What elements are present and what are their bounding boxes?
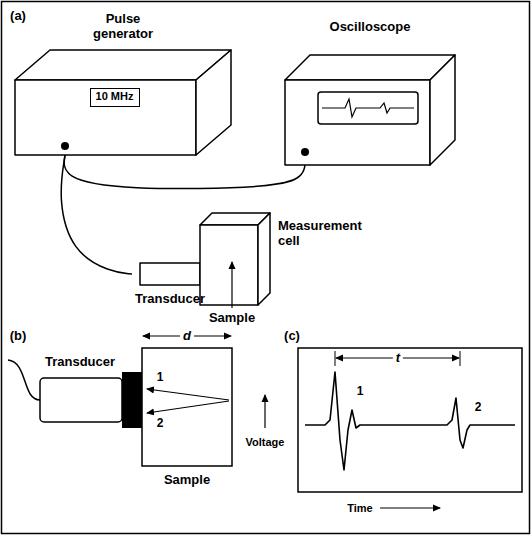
tick xyxy=(335,351,336,366)
input-jack xyxy=(301,148,309,156)
display-window: 10 MHz xyxy=(90,88,140,107)
transducer-part: Transducer xyxy=(132,263,208,307)
cable xyxy=(64,155,305,189)
callout-number: 2 xyxy=(157,417,164,430)
part-name: Transducer xyxy=(45,355,115,369)
callout-number: 1 xyxy=(357,385,364,398)
axis-label: Voltage xyxy=(246,436,285,448)
tick xyxy=(460,351,461,366)
trace-box xyxy=(298,348,522,492)
oscilloscope-box xyxy=(285,55,455,165)
cable xyxy=(61,155,132,274)
axis-label: Time xyxy=(347,502,372,514)
panel-letter: (a) xyxy=(10,9,26,23)
transducer-cable xyxy=(8,360,40,400)
instrument-box: 10 MHz Pulse generator xyxy=(15,12,231,155)
part-name: Transducer xyxy=(135,292,205,307)
callout-number: 2 xyxy=(475,401,482,414)
pulse-generator-box xyxy=(15,50,231,155)
screen-trace xyxy=(322,99,414,117)
display-reading: 10 MHz xyxy=(96,90,134,103)
axis-arrow xyxy=(264,395,265,428)
transducer-face xyxy=(122,372,142,428)
leader-arrow xyxy=(231,262,232,308)
panel-letter: (c) xyxy=(284,329,300,343)
echo-arrow xyxy=(147,389,229,400)
callout-number: 1 xyxy=(157,371,164,384)
part-name: Pulse generator xyxy=(83,12,163,42)
axis-arrow xyxy=(380,507,440,508)
cell-part: Measurement cell xyxy=(200,205,372,306)
echo-waveform xyxy=(305,372,515,470)
dimension-label: d xyxy=(180,329,194,343)
part-name: Sample xyxy=(164,473,210,487)
sample-block xyxy=(142,348,232,466)
echo-arrow xyxy=(147,401,229,413)
transducer-body xyxy=(40,378,122,422)
part-name: Sample xyxy=(209,311,255,325)
output-jack xyxy=(61,142,69,150)
dimension-label: t xyxy=(393,351,403,365)
instrument-box: Oscilloscope xyxy=(285,12,455,165)
panel-letter: (b) xyxy=(10,329,27,343)
part-name: Measurement cell xyxy=(278,219,368,249)
part-name: Oscilloscope xyxy=(330,20,411,35)
